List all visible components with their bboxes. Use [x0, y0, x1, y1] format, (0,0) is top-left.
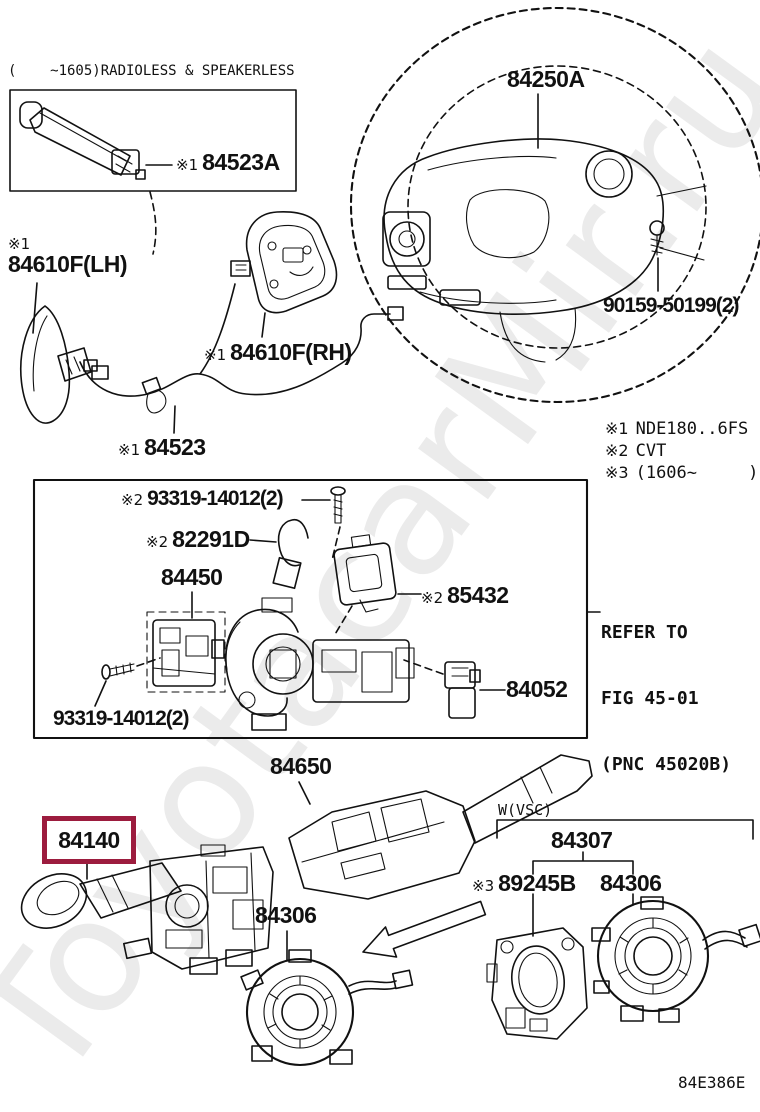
- ref-marker: ※3: [605, 463, 629, 482]
- refer-line-2: FIG 45-01: [601, 688, 699, 709]
- group-label-wvsc: W(VSC): [498, 801, 553, 819]
- footnote-text: CVT: [635, 441, 667, 461]
- clamp-82291D-drawing: [249, 518, 309, 590]
- part-number: 84052: [506, 676, 568, 702]
- switch-pad-rh-drawing: [230, 211, 338, 338]
- ref-marker: ※1: [204, 346, 227, 364]
- sensor-89245B-drawing: [486, 927, 588, 1040]
- part-label-82291D[interactable]: ※2 82291D: [146, 528, 250, 551]
- part-label-84306-right[interactable]: 84306: [600, 870, 662, 896]
- ref-marker: ※1: [605, 419, 629, 438]
- part-number: 93319-14012(2): [147, 487, 283, 510]
- part-label-84250A[interactable]: 84250A: [507, 68, 585, 91]
- footnote-3: ※3 (1606~ ): [605, 463, 758, 485]
- footnote-text: NDE180..6FS: [635, 419, 749, 439]
- screw-90159-icon: [649, 220, 665, 292]
- part-85432-drawing: [333, 534, 422, 637]
- ref-marker: ※1: [8, 235, 31, 253]
- part-number: 84306: [255, 902, 317, 928]
- part-label-90159-50199[interactable]: 90159-50199(2): [603, 294, 739, 317]
- part-label-89245B[interactable]: ※3 89245B: [472, 872, 576, 895]
- wiper-switch-84650-drawing: [288, 754, 593, 900]
- part-label-84650[interactable]: 84650: [270, 753, 332, 779]
- part-number: 84250A: [507, 66, 585, 92]
- part-label-84610F-LH[interactable]: ※1 84610F(LH): [8, 237, 127, 276]
- part-number: 84610F(LH): [8, 251, 127, 277]
- part-label-84523[interactable]: ※1 84523: [118, 436, 206, 459]
- part-label-84307[interactable]: 84307: [551, 827, 613, 853]
- bracket-assembly-drawing: [225, 597, 415, 731]
- part-label-84523A[interactable]: ※1 84523A: [176, 151, 280, 174]
- part-number: 84523A: [202, 149, 280, 175]
- steering-wheel-drawing: [350, 7, 760, 403]
- part-number: 84610F(RH): [230, 339, 352, 365]
- wvsc-group-bracket: [496, 819, 754, 937]
- spiral-cable-84306-right-drawing: [591, 896, 760, 1023]
- part-number: 84140: [58, 826, 120, 853]
- refer-line-3: (PNC 45020B): [601, 754, 732, 775]
- part-number: 89245B: [498, 870, 576, 896]
- variant-box-drawing: [9, 89, 297, 255]
- paddle-switch-lh-drawing: [20, 282, 109, 424]
- ref-marker: ※2: [605, 441, 629, 460]
- ref-marker: ※1: [176, 156, 199, 174]
- refer-note: REFER TO FIG 45-01 (PNC 45020B): [601, 578, 731, 820]
- footnote-text: (1606~ ): [635, 463, 759, 483]
- ref-marker: ※2: [421, 589, 444, 607]
- part-number: 93319-14012(2): [53, 707, 189, 730]
- screw-93319-top-icon: [301, 486, 346, 561]
- part-number: 84307: [551, 827, 613, 853]
- variant-header-note: ( ~1605)RADIOLESS & SPEAKERLESS: [8, 63, 295, 79]
- ref-marker: ※2: [121, 491, 144, 509]
- part-label-93319-bottom[interactable]: 93319-14012(2): [53, 707, 189, 730]
- part-number: 90159-50199(2): [603, 294, 739, 317]
- ref-marker: ※1: [118, 441, 141, 459]
- wire-harness-drawing: [79, 283, 404, 434]
- switch-84450-drawing: [146, 591, 226, 693]
- part-label-84306-center[interactable]: 84306: [255, 902, 317, 928]
- part-label-93319-top[interactable]: ※2 93319-14012(2): [121, 487, 284, 510]
- component-box: [32, 478, 601, 740]
- part-number: 85432: [447, 582, 509, 608]
- part-number: 82291D: [172, 526, 250, 552]
- ref-marker: ※2: [146, 533, 169, 551]
- footnote-1: ※1 NDE180..6FS: [605, 419, 758, 441]
- part-number: 84523: [144, 434, 206, 460]
- spiral-cable-84306-center-drawing: [240, 930, 414, 1067]
- footnotes: ※1 NDE180..6FS ※2 CVT ※3 (1606~ ): [605, 419, 758, 485]
- diagram-code: 84E386E: [678, 1073, 746, 1092]
- connector-84052-drawing: [403, 659, 506, 719]
- screw-93319-bottom-icon: [94, 657, 161, 707]
- part-number: 84450: [161, 564, 223, 590]
- ref-marker: ※3: [472, 877, 495, 895]
- part-label-84610F-RH[interactable]: ※1 84610F(RH): [204, 341, 352, 364]
- part-label-84052[interactable]: 84052: [506, 676, 568, 702]
- part-label-84450[interactable]: 84450: [161, 564, 223, 590]
- footnote-2: ※2 CVT: [605, 441, 758, 463]
- part-label-85432[interactable]: ※2 85432: [421, 584, 509, 607]
- headlamp-switch-84140-drawing: [20, 844, 274, 975]
- direction-arrow: [362, 900, 487, 958]
- part-label-84140-highlighted[interactable]: 84140: [42, 816, 136, 864]
- part-number: 84306: [600, 870, 662, 896]
- refer-line-1: REFER TO: [601, 622, 688, 643]
- part-number: 84650: [270, 753, 332, 779]
